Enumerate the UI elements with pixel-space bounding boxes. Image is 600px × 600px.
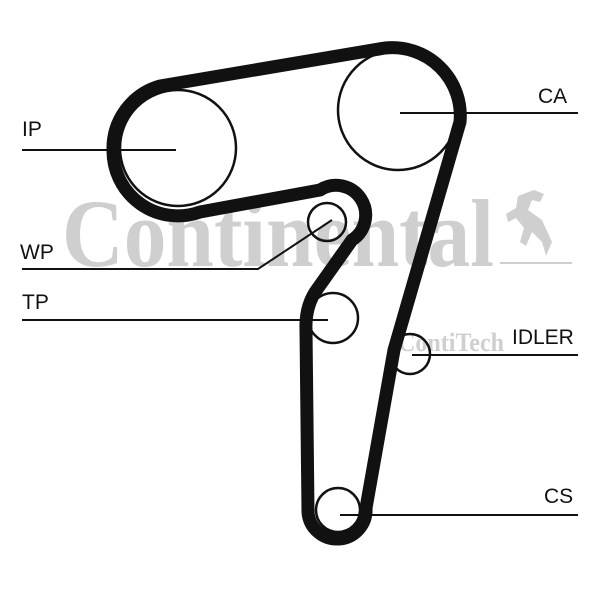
label-tp: TP — [22, 291, 49, 314]
label-idler: IDLER — [512, 326, 574, 349]
label-ip: IP — [22, 118, 42, 141]
pulley-ip — [118, 88, 238, 208]
label-ca: CA — [538, 85, 567, 108]
pulley-cs — [314, 486, 362, 534]
label-wp: WP — [20, 241, 54, 264]
label-cs: CS — [544, 485, 573, 508]
pulley-wp — [306, 201, 348, 243]
watermark-sub-brand: ContiTech — [398, 328, 504, 357]
leader-line-wp — [22, 219, 333, 270]
horse-icon — [506, 190, 552, 256]
timing-belt — [106, 41, 467, 546]
